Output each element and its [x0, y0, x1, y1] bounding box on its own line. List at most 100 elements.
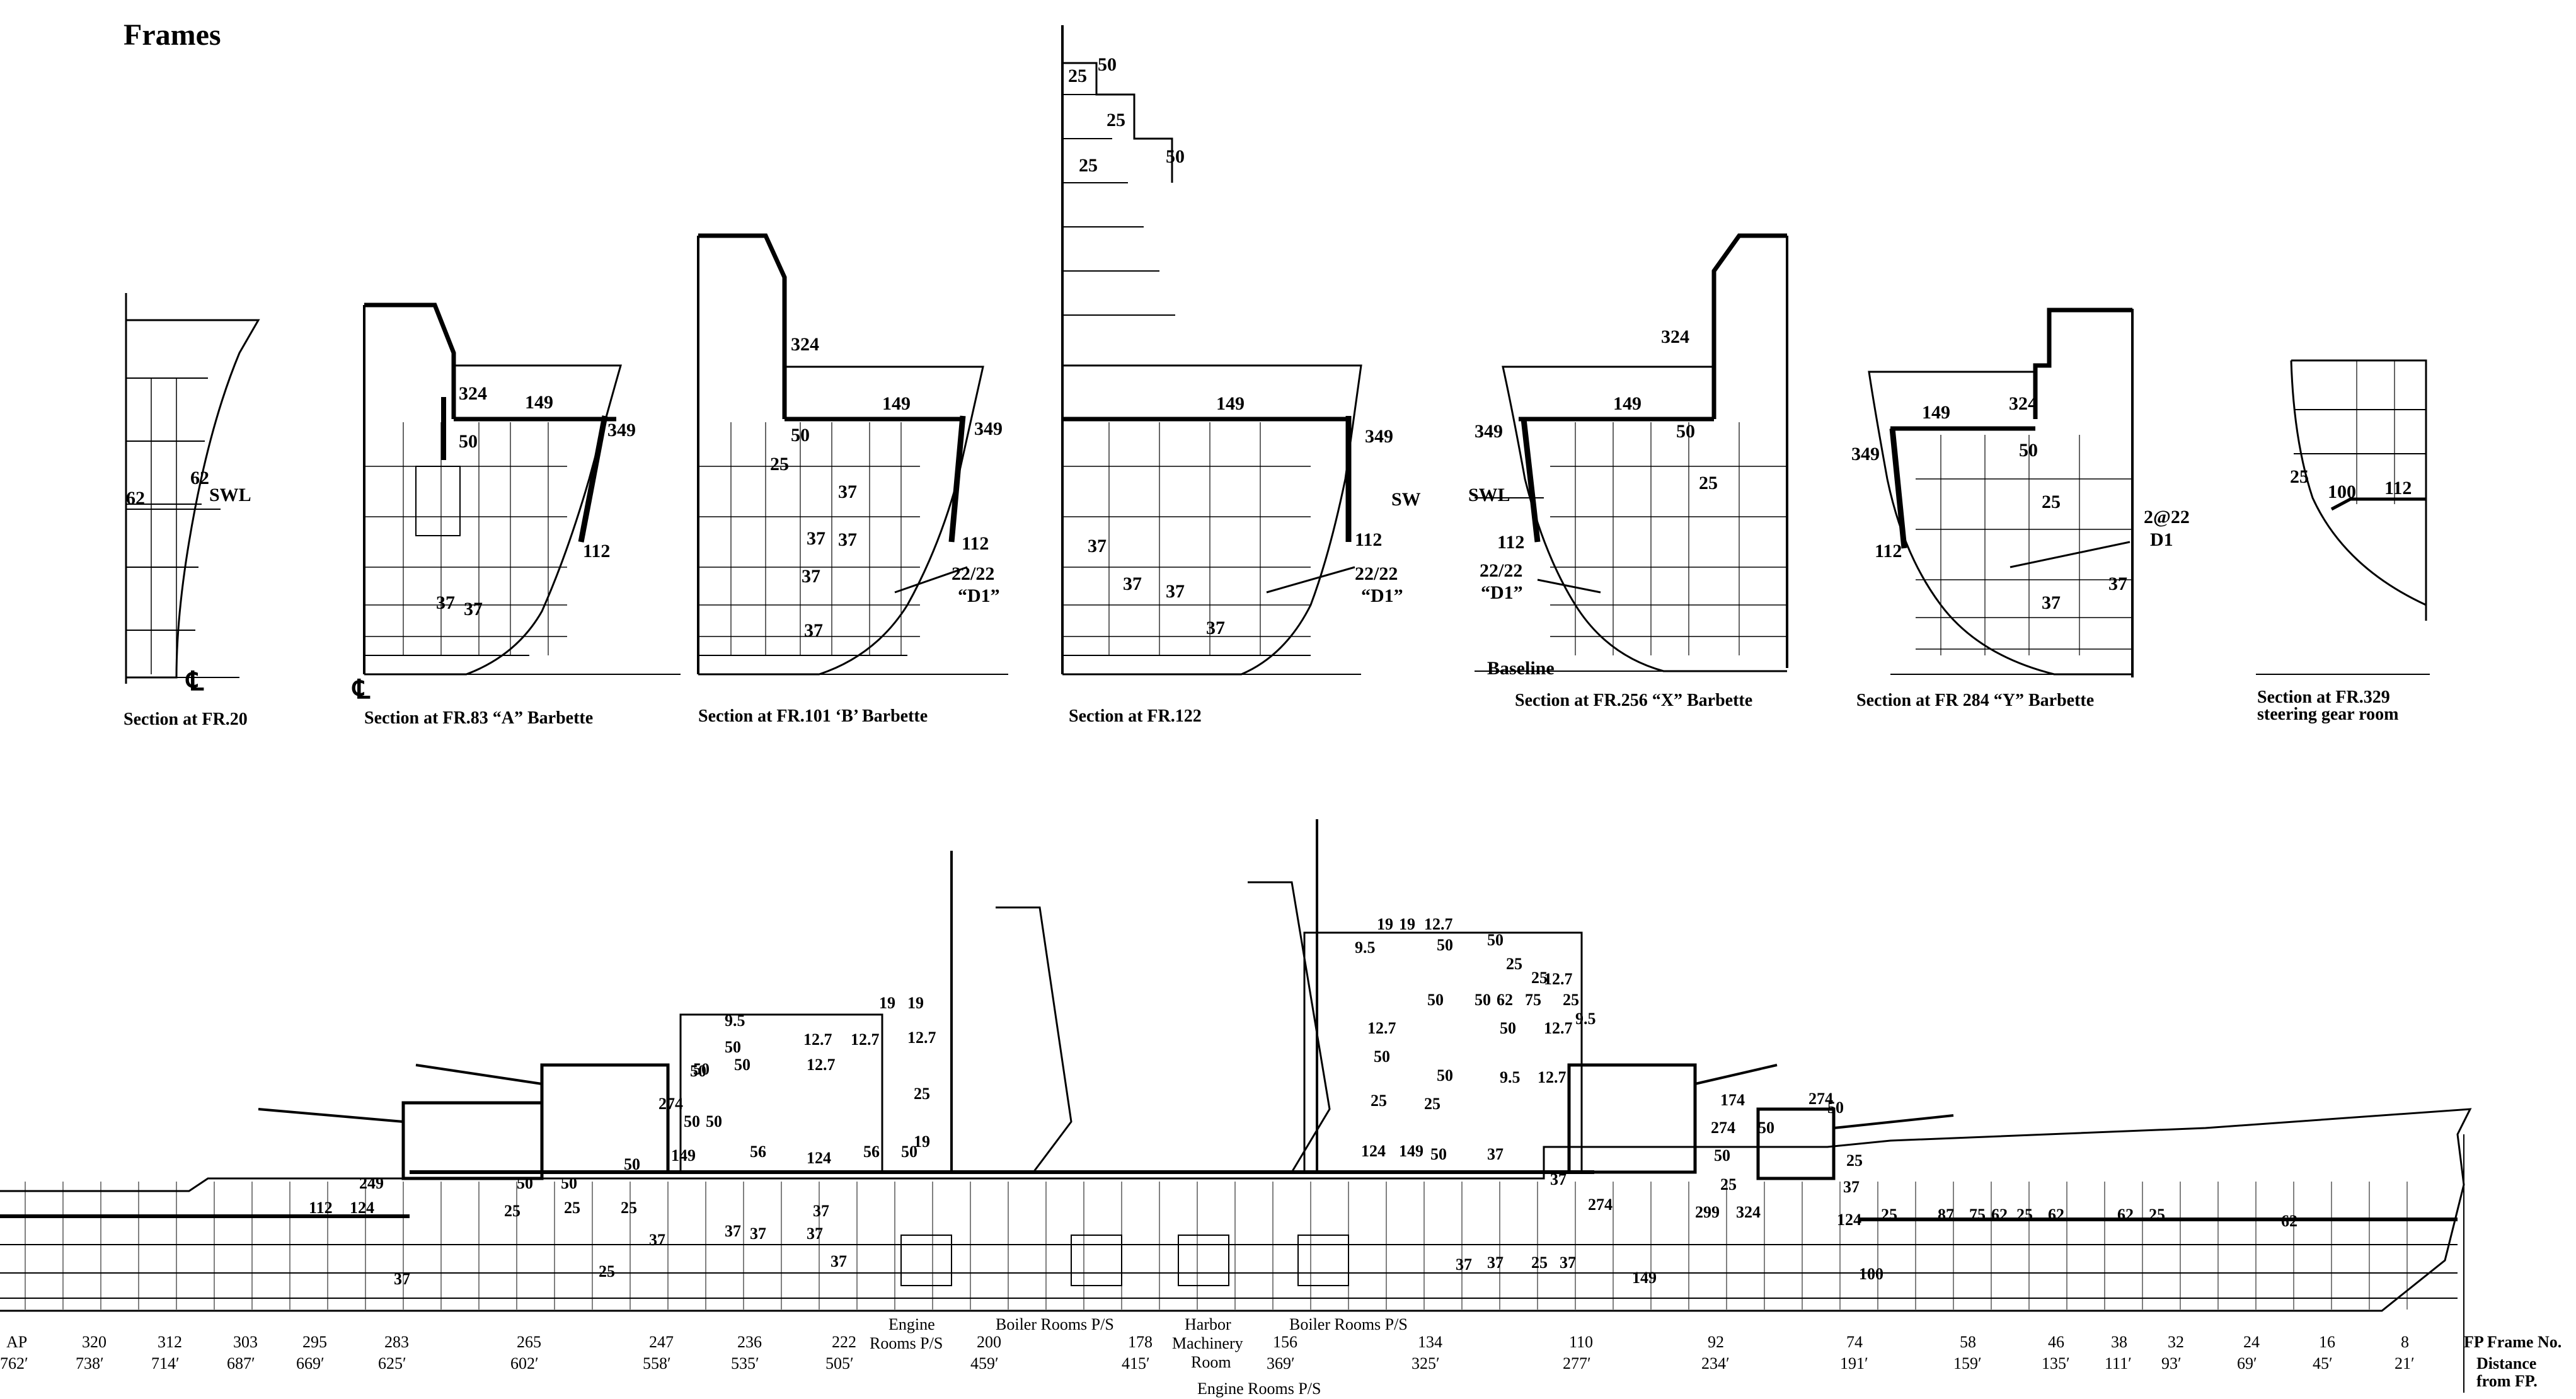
thickness-label: “D1”	[958, 585, 1000, 606]
profile-label: 50	[1374, 1047, 1390, 1066]
profile-label: 12.7	[851, 1030, 880, 1049]
profile-label: 12.7	[1424, 915, 1453, 933]
frame-number: 222	[832, 1333, 856, 1351]
thickness-label: 37	[1123, 573, 1142, 594]
profile-label: 124	[1837, 1211, 1861, 1229]
thickness-label: 62	[126, 488, 145, 509]
thickness-label: 112	[962, 533, 989, 554]
profile-label: 25	[914, 1085, 930, 1103]
thickness-label: 349	[974, 418, 1003, 439]
profile-label: 274	[1588, 1195, 1613, 1214]
room-label: Machinery	[1172, 1334, 1243, 1352]
turret-1	[401, 1101, 544, 1180]
page-title: Frames	[124, 18, 221, 52]
profile-label: 50	[725, 1038, 741, 1056]
thickness-label: 37	[1206, 618, 1225, 638]
centerline-symbol: ℄	[352, 676, 371, 705]
frame-distance: 535′	[731, 1354, 759, 1373]
profile-label: 62	[1991, 1206, 2008, 1224]
thickness-label: 149	[1216, 393, 1245, 414]
thickness-label: 62	[190, 468, 209, 488]
frame-distance: 369′	[1267, 1354, 1295, 1373]
legend-distance: Distance	[2476, 1354, 2536, 1373]
frame-number: 283	[384, 1333, 409, 1351]
belt-armor	[1889, 428, 1907, 549]
thickness-label: 349	[607, 420, 636, 440]
profile-label: 9.5	[1355, 938, 1376, 957]
barbette-armor	[2033, 308, 2132, 419]
profile-label: 37	[725, 1222, 741, 1240]
section-caption: Section at FR.329	[2257, 688, 2390, 707]
frame-distance: 69′	[2237, 1354, 2257, 1373]
profile-label: 124	[350, 1199, 374, 1217]
thickness-label: 112	[583, 541, 610, 561]
boiler	[1178, 1235, 1229, 1286]
profile-label: 112	[309, 1199, 333, 1217]
profile-label: 62	[1497, 991, 1513, 1009]
hull-outline	[364, 364, 622, 676]
frame-distance: 415′	[1122, 1354, 1150, 1373]
room-label: Boiler Rooms P/S	[996, 1315, 1114, 1333]
frame-number: 303	[233, 1333, 258, 1351]
profile-label: 124	[807, 1149, 831, 1167]
profile-label: 50	[684, 1112, 700, 1131]
profile-label: 149	[1632, 1269, 1657, 1287]
thickness-label: 112	[1497, 532, 1524, 553]
profile-label: 50	[734, 1056, 750, 1074]
profile-label: 62	[2117, 1206, 2134, 1224]
thickness-label: 37	[802, 566, 820, 587]
profile-label: 50	[1500, 1019, 1516, 1037]
profile-label: 25	[599, 1262, 615, 1281]
profile-label: 25	[1846, 1151, 1863, 1170]
thickness-label: “D1”	[1481, 582, 1523, 603]
profile-label: 9.5	[1500, 1068, 1521, 1086]
profile-label: 56	[750, 1143, 766, 1161]
profile-label: 62	[2281, 1212, 2297, 1230]
profile-label: 25	[564, 1199, 580, 1217]
thickness-label: 37	[838, 529, 857, 550]
profile-label: 37	[831, 1252, 847, 1270]
boiler	[900, 1235, 952, 1286]
frame-number: 74	[1846, 1333, 1863, 1351]
frame-distance: 325′	[1412, 1354, 1440, 1373]
profile-label: 274	[1711, 1119, 1735, 1137]
frame-number: 236	[737, 1333, 762, 1351]
profile-label: 50	[706, 1112, 722, 1131]
baseline-label: Baseline	[1487, 658, 1555, 679]
profile-label: 37	[1456, 1255, 1472, 1274]
aft-superstructure	[1303, 931, 1583, 1173]
thickness-label: 37	[2042, 592, 2061, 613]
belt-armor	[948, 415, 966, 543]
frame-number: 320	[82, 1333, 106, 1351]
legend-distance: from FP.	[2476, 1372, 2538, 1390]
gun-barrel	[258, 1108, 404, 1123]
thickness-label: 50	[2019, 440, 2038, 461]
frame-number: 134	[1418, 1333, 1442, 1351]
profile-label: 37	[1550, 1170, 1567, 1189]
funnel	[1248, 881, 1331, 1173]
profile-label: 50	[901, 1143, 917, 1161]
profile-label: 50	[690, 1062, 706, 1080]
profile-label: 25	[2149, 1206, 2165, 1224]
frame-number: 156	[1273, 1333, 1297, 1351]
profile-label: 12.7	[803, 1030, 832, 1049]
frame-distance: 459′	[970, 1354, 999, 1373]
profile-label: 25	[1506, 955, 1522, 973]
profile-label: 19	[914, 1132, 930, 1151]
frame-number: 38	[2111, 1333, 2127, 1351]
boiler	[1297, 1235, 1349, 1286]
thickness-label: 112	[1355, 529, 1382, 550]
profile-label: 174	[1720, 1091, 1745, 1109]
thickness-label: 349	[1475, 421, 1503, 442]
profile-label: 25	[2016, 1206, 2033, 1224]
thickness-label: SWL	[1468, 485, 1510, 505]
profile-label: 19	[879, 994, 895, 1012]
thickness-label: D1	[2150, 529, 2173, 550]
profile-label: 25	[1531, 969, 1548, 987]
thickness-label: 37	[804, 620, 823, 641]
funnel	[996, 906, 1072, 1173]
